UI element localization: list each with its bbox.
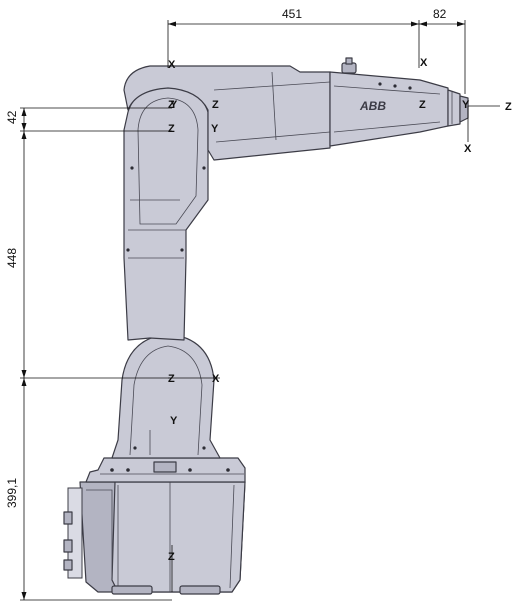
base-front-face — [111, 481, 246, 593]
j2-axis-z-label: Z — [168, 373, 175, 385]
dim-label-42: 42 — [5, 110, 19, 124]
wrist-axis-z-label: Z — [419, 99, 426, 111]
dim-label-451: 451 — [282, 7, 302, 21]
wrist-axis-x-label: X — [420, 57, 428, 69]
j3-axis-y2-label: Y — [211, 123, 219, 135]
j3-axis-z-label: Z — [168, 99, 175, 111]
axis-frames: Z Z X Y Z Y Z Z Y X Z X Z Y X — [168, 57, 512, 592]
robot-arm: ABB — [63, 57, 469, 595]
wrist — [447, 89, 461, 127]
dim-label-399-1: 399,1 — [5, 478, 19, 508]
j3-axis-z2-label: Z — [212, 99, 219, 111]
dim-label-448: 448 — [5, 248, 19, 268]
j3-axis-z3-label: Z — [168, 123, 175, 135]
upper-arm-link — [123, 85, 209, 341]
j2-axis-x-label: X — [212, 373, 220, 385]
base-axis-z-label: Z — [168, 551, 175, 563]
tool-axis-x-label: X — [464, 143, 472, 155]
lower-arm-housing — [111, 333, 221, 459]
abb-logo: ABB — [359, 99, 386, 113]
forearm — [329, 71, 449, 147]
dim-label-82: 82 — [433, 7, 447, 21]
j3-axis-y-label: Y — [170, 99, 178, 111]
tool-axis-y-label: Y — [462, 99, 470, 111]
tool-axis-z-label: Z — [505, 101, 512, 113]
dimension-annotations: 451 82 42 448 399,1 — [5, 7, 466, 601]
j2-axis-y-label: Y — [170, 415, 178, 427]
j3-axis-x-label: X — [168, 59, 176, 71]
base-connector-panel — [67, 487, 83, 579]
